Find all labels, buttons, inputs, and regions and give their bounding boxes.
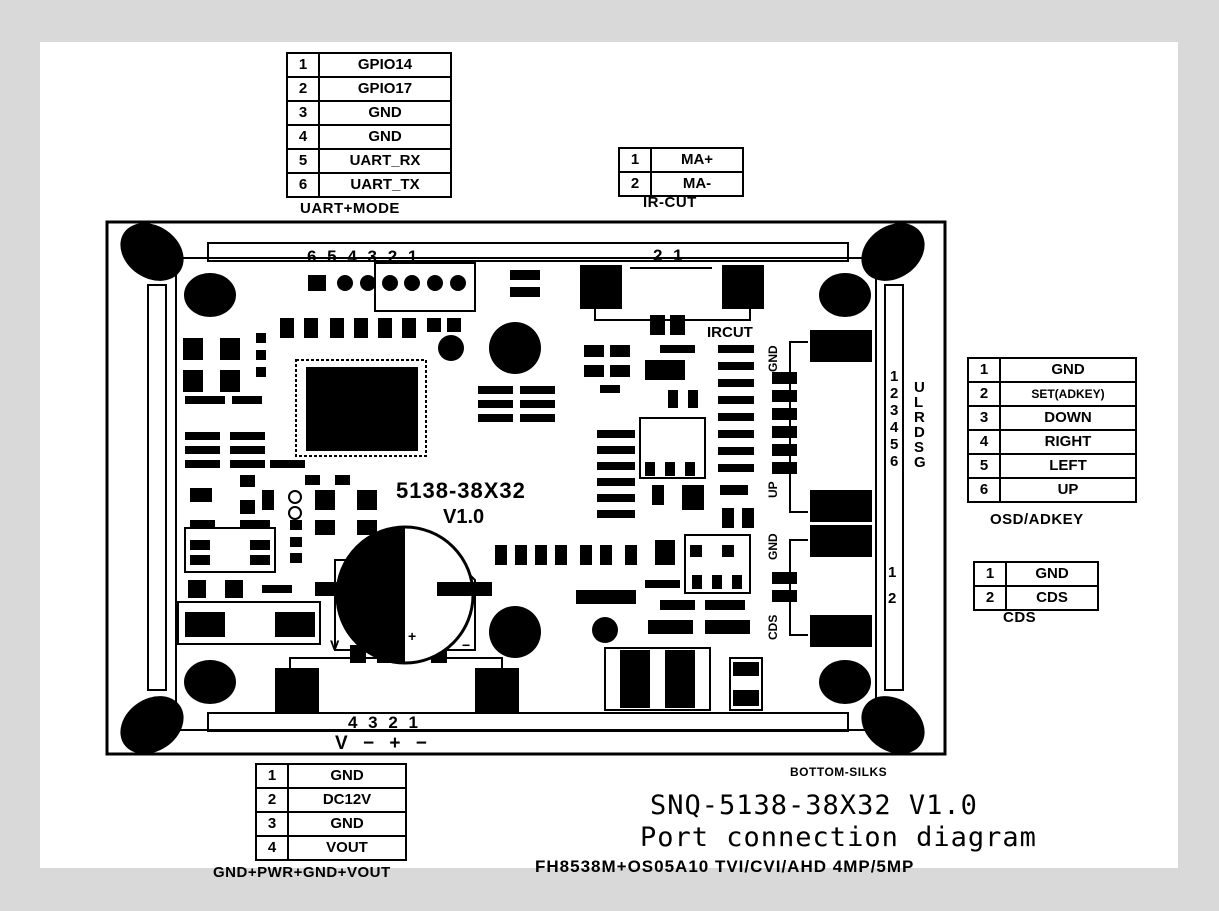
osd-gnd-label: GND bbox=[766, 345, 780, 372]
top-rail bbox=[207, 242, 849, 262]
board-version: V1.0 bbox=[443, 506, 485, 528]
diagram-subtitle: Port connection diagram bbox=[640, 822, 1037, 853]
uart-caption: UART+MODE bbox=[300, 200, 400, 217]
left-rail bbox=[147, 284, 167, 691]
power-caption: GND+PWR+GND+VOUT bbox=[213, 864, 391, 881]
main-ic bbox=[295, 359, 427, 457]
power-signs: V − + − bbox=[335, 733, 432, 754]
ircut-caption: IR-CUT bbox=[643, 194, 697, 211]
cds-caption: CDS bbox=[1003, 609, 1037, 626]
power-pin-numbers: 4 3 2 1 bbox=[348, 713, 421, 732]
cap-plus-label: + bbox=[408, 628, 417, 644]
osd-up-label: UP bbox=[766, 481, 780, 498]
smd-components bbox=[183, 270, 754, 637]
osd-connector bbox=[772, 330, 872, 522]
osd-caption: OSD/ADKEY bbox=[990, 511, 1084, 528]
capacitor bbox=[315, 525, 492, 665]
cds-board-label: CDS bbox=[766, 614, 780, 640]
uart-connector bbox=[308, 262, 476, 312]
small-ics bbox=[177, 417, 751, 645]
cds-pin-numbers: 1 2 bbox=[888, 564, 897, 607]
bottom-silks-label: BOTTOM-SILKS bbox=[790, 765, 888, 779]
cap-v-label: V bbox=[330, 637, 340, 653]
ircut-board-label: IRCUT bbox=[707, 324, 753, 341]
ircut-pin-numbers: 2 1 bbox=[653, 246, 686, 265]
diagram-spec: FH8538M+OS05A10 TVI/CVI/AHD 4MP/5MP bbox=[535, 857, 915, 876]
board-model: 5138-38X32 bbox=[396, 478, 526, 503]
cap-minus-label: − bbox=[380, 628, 389, 644]
mounting-holes bbox=[120, 223, 925, 754]
cds-connector bbox=[772, 525, 872, 647]
osd-vertical-label: ULRDSG bbox=[914, 379, 926, 471]
board-outline bbox=[105, 220, 947, 756]
osd-pin-numbers: 1 2 3 4 5 6 bbox=[890, 368, 899, 470]
diagram-title: SNQ-5138-38X32 V1.0 bbox=[650, 790, 978, 821]
cap-minus2-label: − bbox=[462, 637, 471, 653]
inner-frame bbox=[175, 257, 877, 731]
ircut-connector bbox=[580, 265, 764, 335]
uart-pin-numbers: 6 5 4 3 2 1 bbox=[307, 247, 421, 266]
right-rail bbox=[884, 284, 904, 691]
bottom-right-parts bbox=[604, 647, 763, 711]
cds-gnd-label: GND bbox=[766, 533, 780, 560]
